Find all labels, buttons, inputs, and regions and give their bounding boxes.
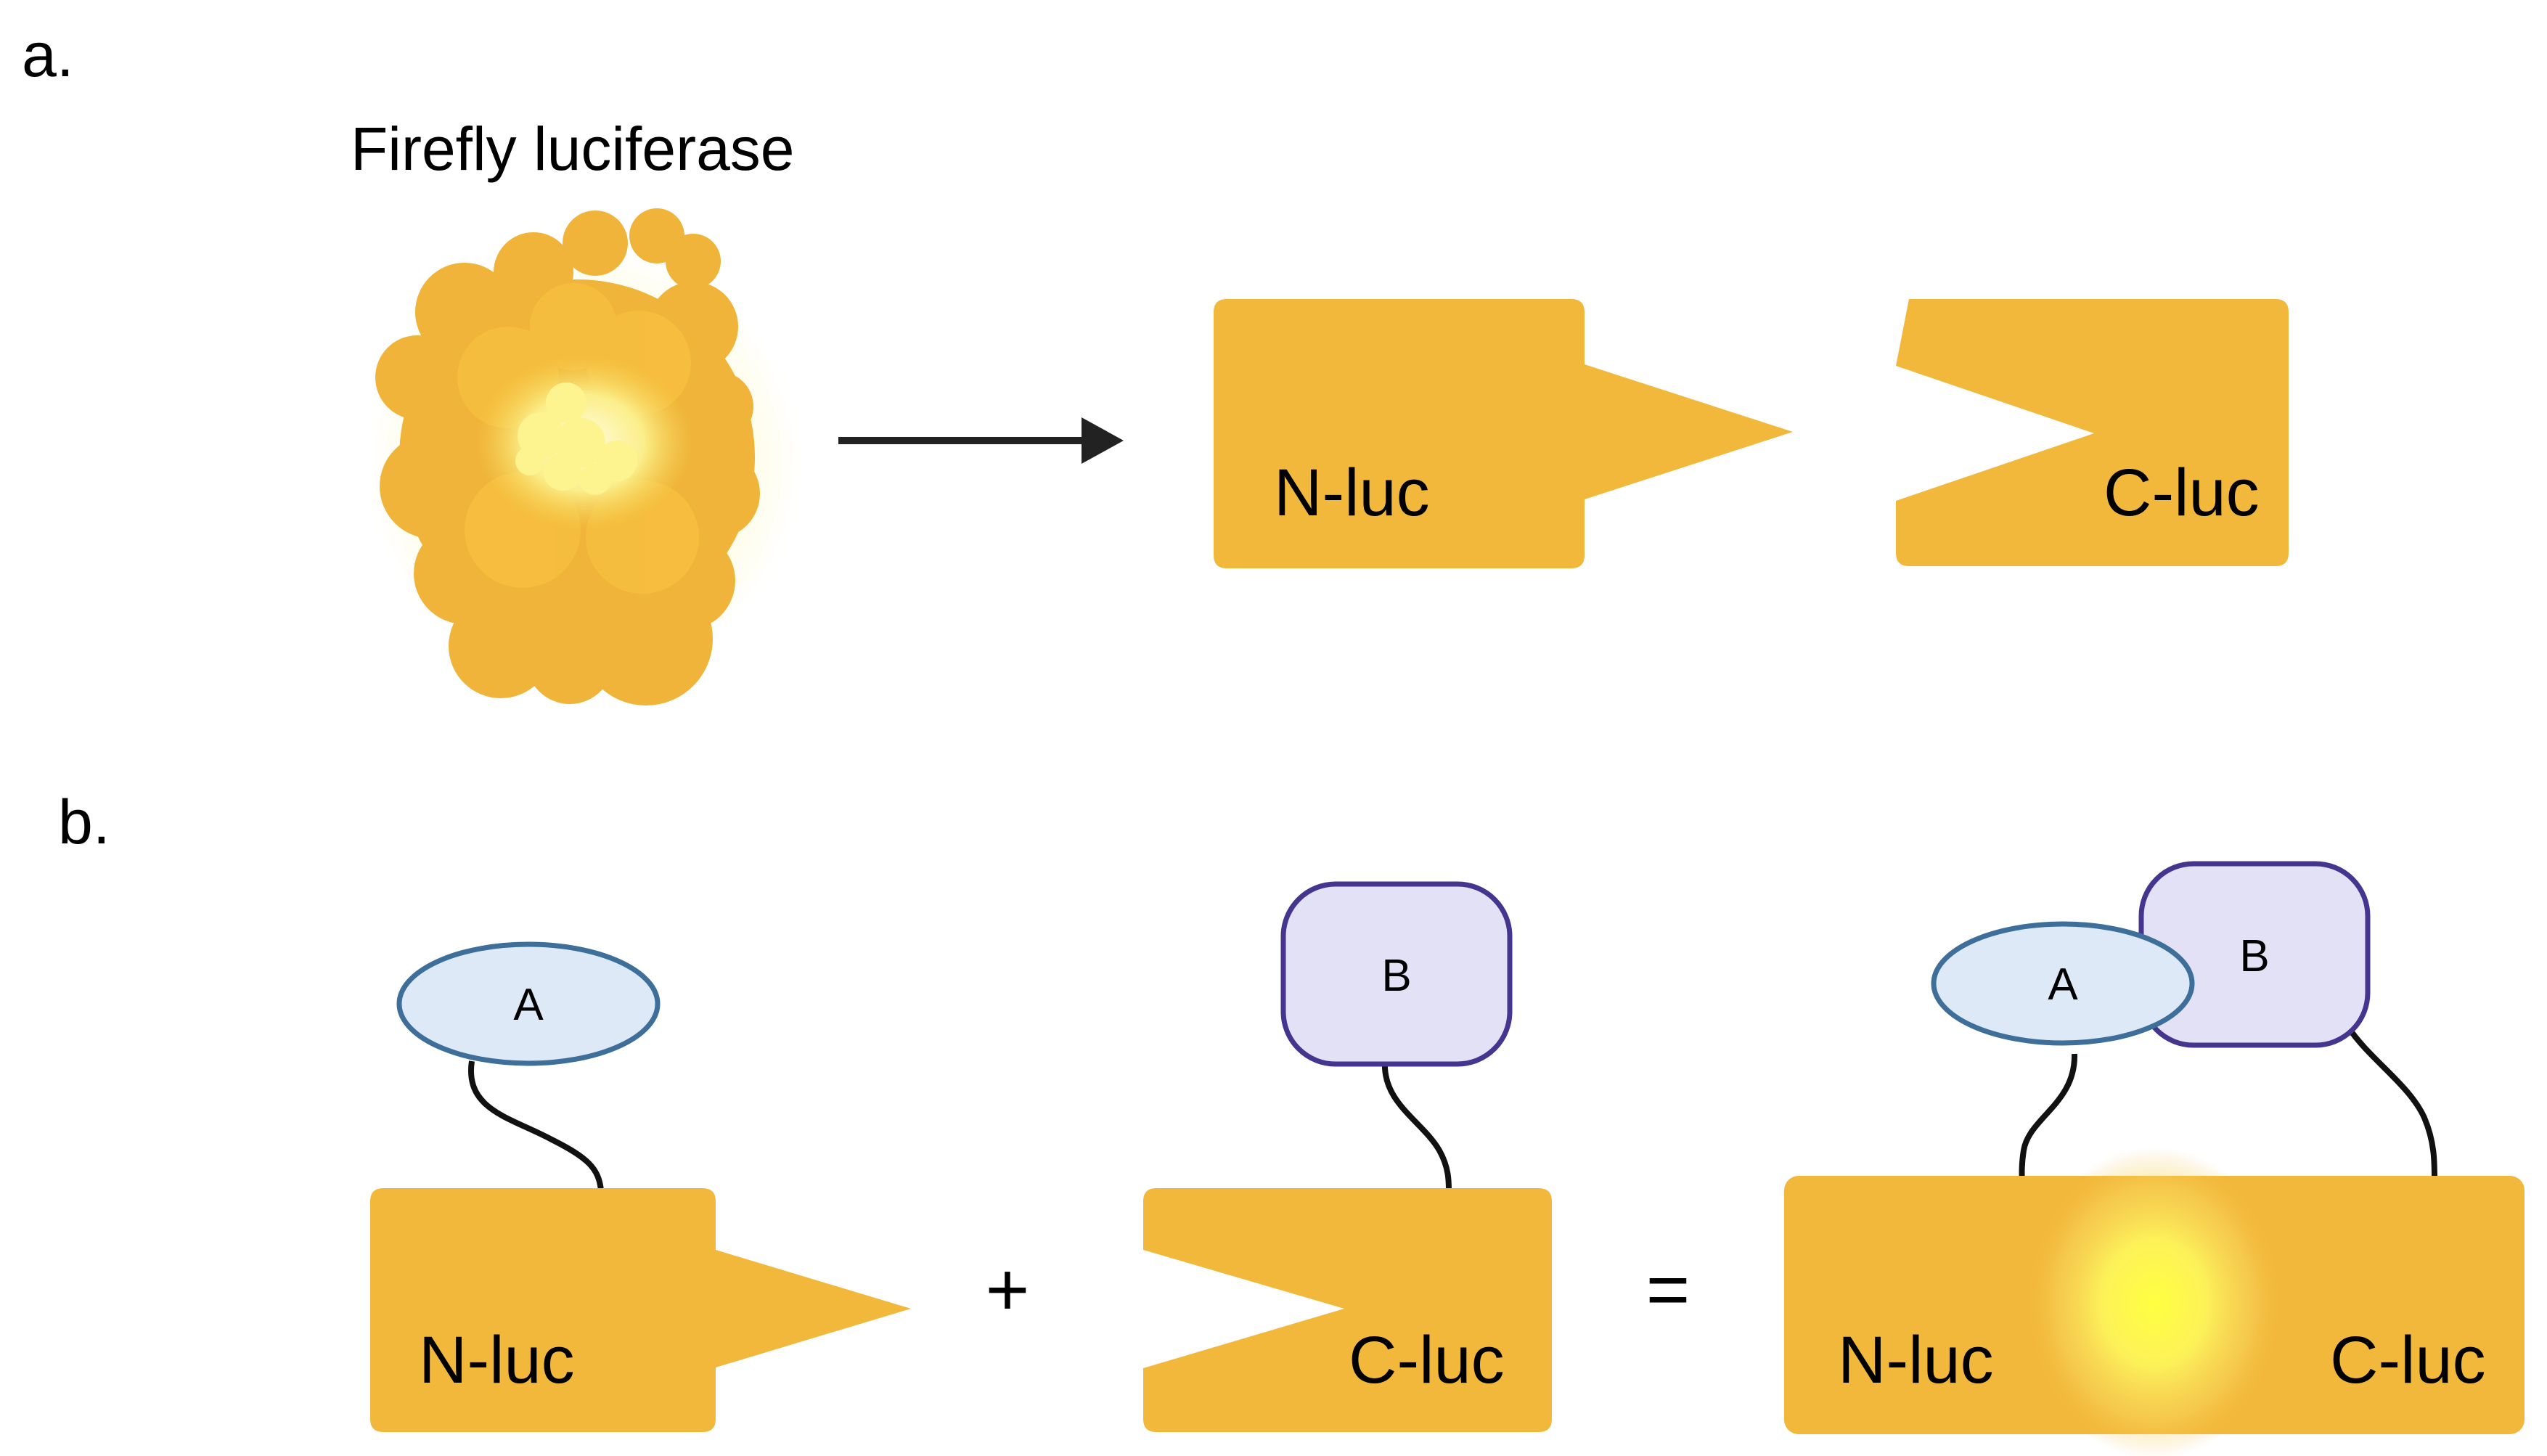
panel-b-label: b. (58, 788, 110, 857)
result-n-luc-label: N-luc (1838, 1323, 1994, 1397)
result-protein-a-label: A (2048, 960, 2078, 1010)
result-linker-a (2019, 1053, 2078, 1191)
c-luc-label-a: C-luc (2104, 456, 2260, 530)
luminescence-glow (2024, 1147, 2285, 1456)
firefly-luciferase-icon (367, 208, 802, 705)
result-protein-a (1931, 921, 2195, 1046)
protein-a (396, 941, 661, 1066)
arrow-right-icon (838, 417, 1124, 464)
protein-b-label: B (1381, 951, 1411, 1001)
n-luc-label-b: N-luc (419, 1323, 575, 1397)
equals-sign: = (1646, 1248, 1690, 1332)
n-luc-label-a: N-luc (1274, 456, 1430, 530)
n-luc-fragment-b (370, 1188, 911, 1432)
linker-a (467, 1060, 604, 1191)
panel-a-label: a. (22, 20, 74, 90)
protein-a-label: A (513, 980, 544, 1030)
c-luc-fragment-a (1896, 299, 2289, 566)
n-luc-fragment-a (1214, 299, 1793, 568)
result-protein-b-label: B (2239, 931, 2269, 981)
linker-b (1381, 1061, 1452, 1195)
firefly-luciferase-title: Firefly luciferase (351, 115, 795, 183)
protein-b (1280, 881, 1513, 1067)
plus-sign: + (986, 1248, 1030, 1332)
c-luc-label-b: C-luc (1349, 1323, 1505, 1397)
result-c-luc-label: C-luc (2330, 1323, 2486, 1397)
c-luc-fragment-b (1143, 1188, 1552, 1432)
result-linker-b (2345, 1025, 2438, 1184)
